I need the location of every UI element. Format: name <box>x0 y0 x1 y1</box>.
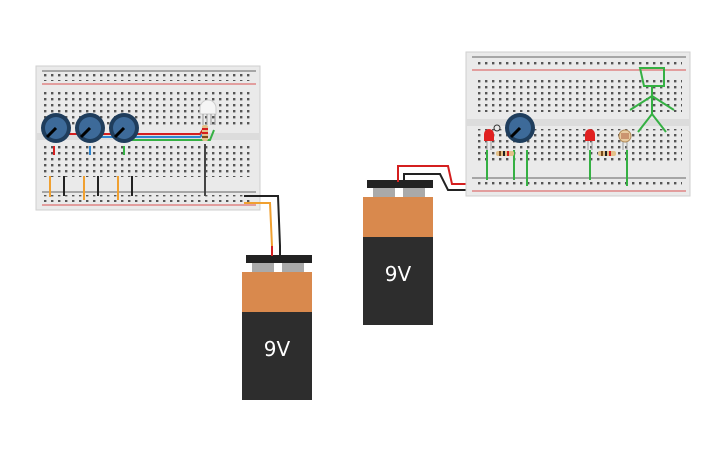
battery-middle[interactable]: 9V <box>363 180 433 325</box>
photoresistor[interactable] <box>618 129 632 150</box>
battery-label: 9V <box>264 337 291 361</box>
potentiometer-left-3[interactable] <box>109 113 139 143</box>
potentiometer-right[interactable] <box>505 113 535 143</box>
breadboard-right[interactable] <box>465 51 691 197</box>
rgb-led[interactable] <box>199 99 217 125</box>
battery-left[interactable]: 9V <box>242 246 312 400</box>
resistor-right-2[interactable] <box>598 151 616 156</box>
led-red-2[interactable] <box>585 129 595 150</box>
stick-figure-drawing <box>629 67 675 133</box>
wires-middle[interactable] <box>397 165 470 191</box>
battery-label: 9V <box>385 262 412 286</box>
potentiometer-left-2[interactable] <box>75 113 105 143</box>
led-red-1[interactable] <box>484 124 501 150</box>
potentiometer-left-1[interactable] <box>41 113 71 143</box>
resistor-left[interactable] <box>202 125 208 141</box>
wires-right[interactable] <box>486 150 628 186</box>
resistor-right-1[interactable] <box>496 151 514 156</box>
